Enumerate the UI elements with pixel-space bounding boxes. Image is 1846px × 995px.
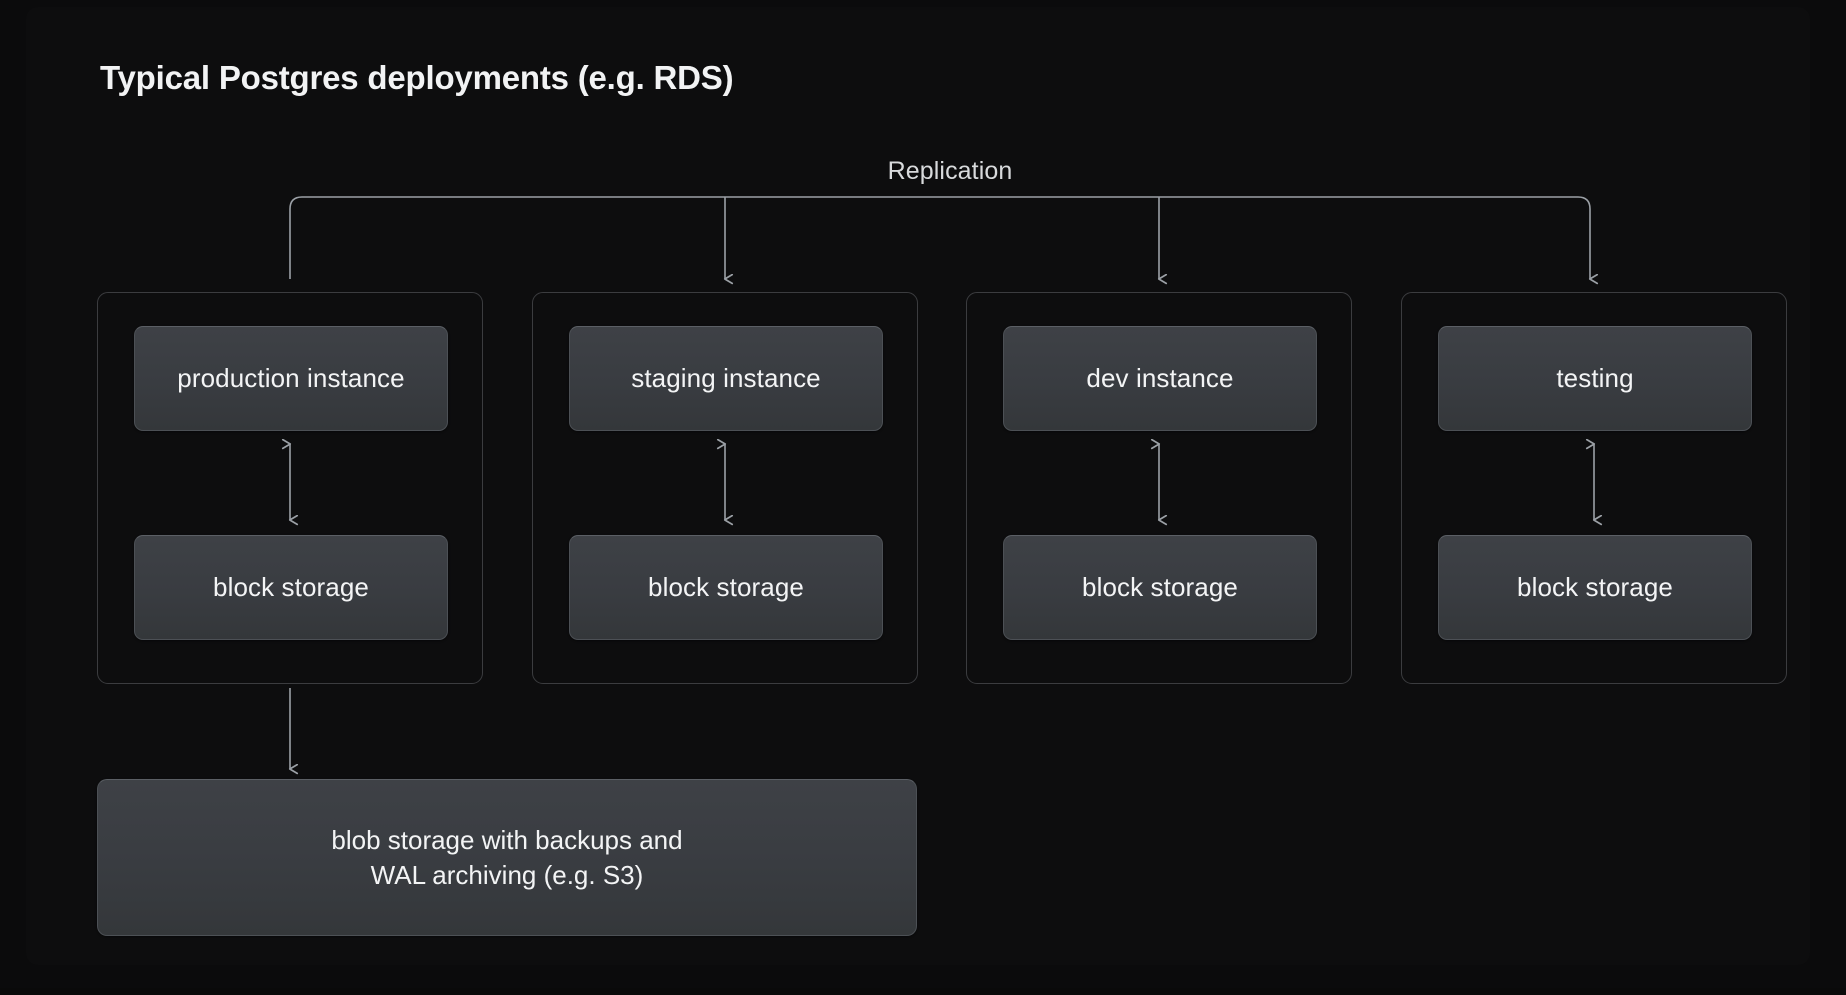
node-dev-instance[interactable]: dev instance xyxy=(1003,326,1317,431)
replication-label-text: Replication xyxy=(887,157,1013,185)
node-blob-storage-text: blob storage with backups and WAL archiv… xyxy=(331,823,682,892)
page-title: Typical Postgres deployments (e.g. RDS) xyxy=(100,59,734,96)
node-blob-storage[interactable]: blob storage with backups and WAL archiv… xyxy=(97,779,917,936)
node-staging-block-storage[interactable]: block storage xyxy=(569,535,883,640)
node-production-block-storage[interactable]: block storage xyxy=(134,535,448,640)
node-production-instance[interactable]: production instance xyxy=(134,326,448,431)
environment-group-testing[interactable]: testing block storage xyxy=(1401,292,1787,684)
environment-group-staging[interactable]: staging instance block storage xyxy=(532,292,918,684)
environment-group-production[interactable]: production instance block storage xyxy=(97,292,483,684)
blob-storage-line-1: blob storage with backups and xyxy=(331,825,683,856)
node-staging-instance[interactable]: staging instance xyxy=(569,326,883,431)
blob-storage-line-2: WAL archiving (e.g. S3) xyxy=(370,859,644,890)
environment-group-dev[interactable]: dev instance block storage xyxy=(966,292,1352,684)
replication-label: Replication xyxy=(26,157,1846,186)
node-dev-block-storage[interactable]: block storage xyxy=(1003,535,1317,640)
node-testing-block-storage[interactable]: block storage xyxy=(1438,535,1752,640)
diagram-panel: Typical Postgres deployments (e.g. RDS) … xyxy=(26,7,1810,965)
node-testing-instance[interactable]: testing xyxy=(1438,326,1752,431)
